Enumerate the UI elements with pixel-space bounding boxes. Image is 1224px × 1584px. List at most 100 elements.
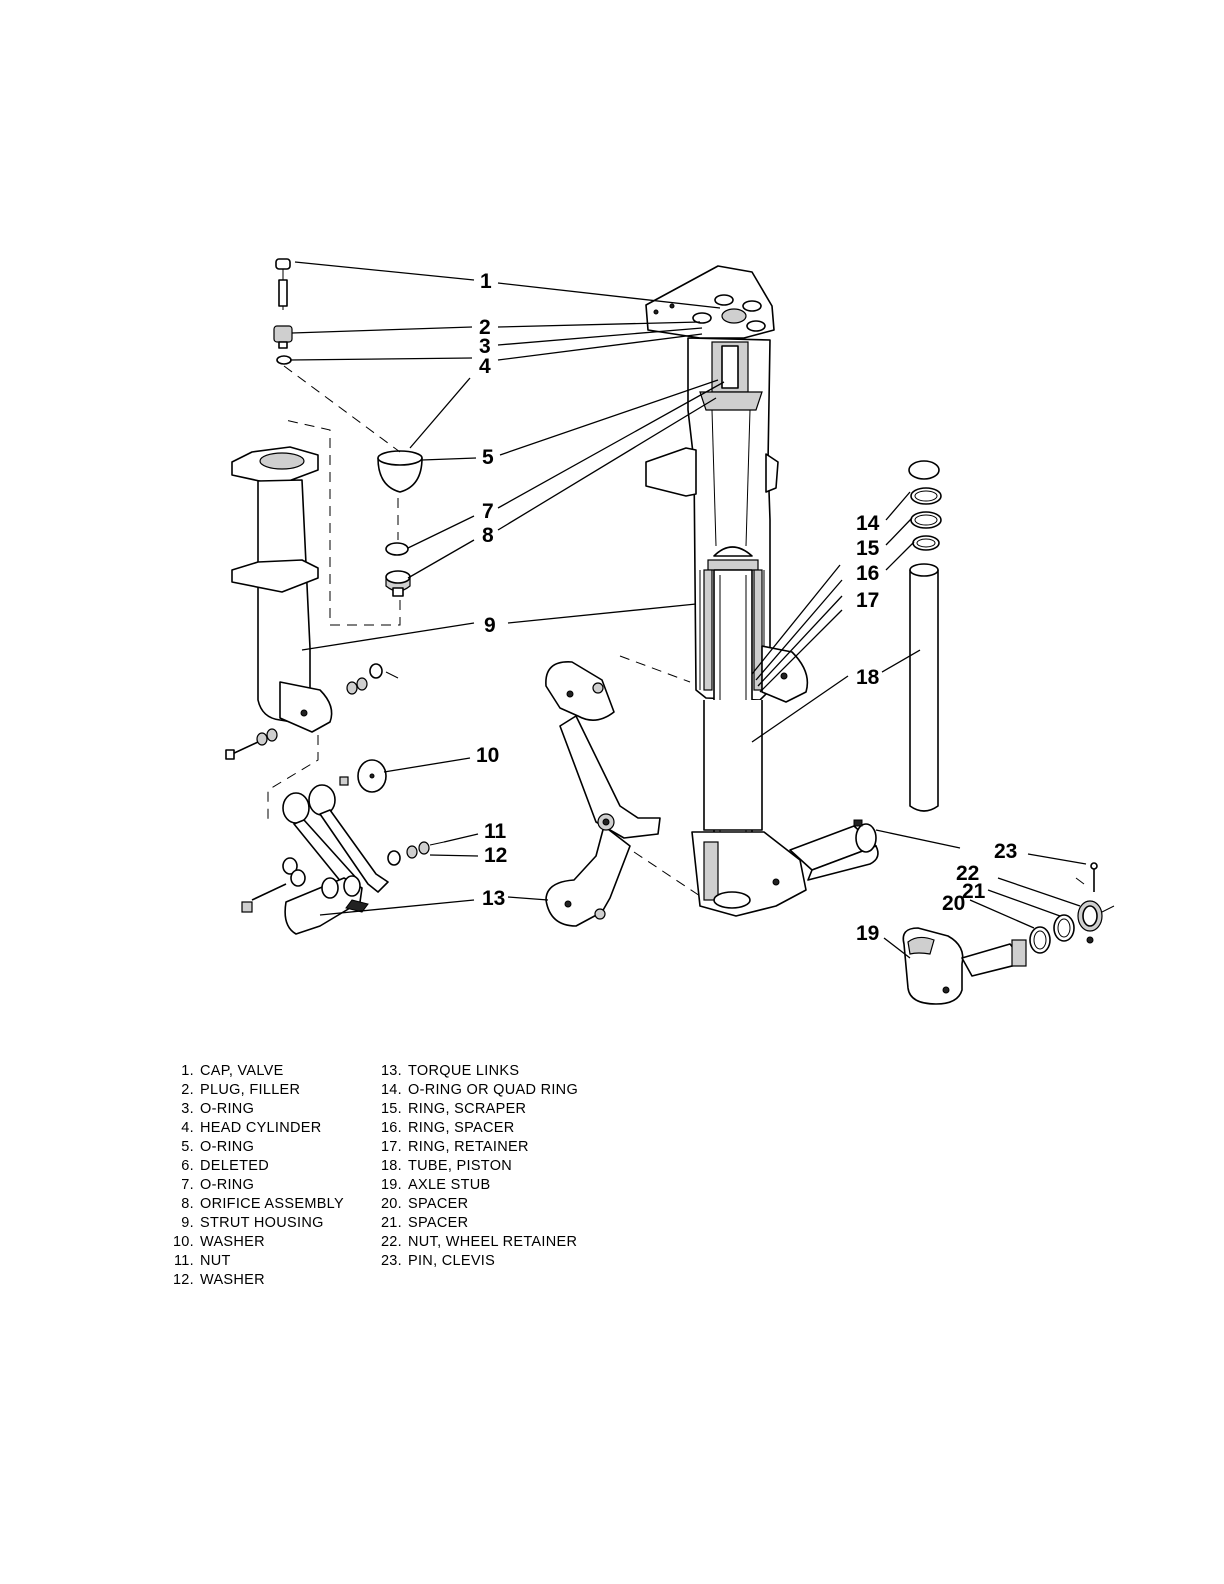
legend-item-name: CAP, VALVE: [200, 1063, 284, 1079]
callout-1: 1: [480, 270, 492, 293]
left-upper-bolt-part: [346, 663, 399, 695]
legend-item-number: 1.: [181, 1063, 194, 1079]
legend-item-name: PLUG, FILLER: [200, 1082, 301, 1098]
axle-tube-part: [789, 819, 879, 881]
callout-16: 16: [856, 562, 879, 585]
legend-item: 1. CAP, VALVE: [164, 1062, 344, 1081]
callout-11: 11: [484, 820, 507, 843]
callout-13: 13: [482, 887, 505, 910]
head-cylinder-dome-part: [377, 450, 423, 493]
legend-item-name: AXLE STUB: [408, 1177, 491, 1193]
o-ring-small-part: [276, 355, 292, 365]
legend-item: 11. NUT: [164, 1252, 344, 1271]
orifice-assembly-part: [385, 570, 411, 597]
callout-12: 12: [484, 844, 507, 867]
legend-item: 17. RING, RETAINER: [372, 1138, 578, 1157]
legend-item: 2.PLUG, FILLER: [164, 1081, 344, 1100]
legend-item-name: TUBE, PISTON: [408, 1158, 513, 1174]
legend-item: 20. SPACER: [372, 1195, 578, 1214]
legend-item: 12. WASHER: [164, 1271, 344, 1290]
legend-item-number: 6.: [181, 1158, 194, 1174]
legend-item-name: O-RING: [200, 1177, 255, 1193]
legend-item: 4.HEAD CYLINDER: [164, 1119, 344, 1138]
legend-item: 22. NUT, WHEEL RETAINER: [372, 1233, 578, 1252]
legend-item-name: SPACER: [408, 1196, 469, 1212]
callout-9: 9: [484, 614, 496, 637]
callout-3: 3: [479, 335, 491, 358]
legend-item-name: O-RING: [200, 1139, 255, 1155]
legend-item-number: 15.: [380, 1101, 402, 1117]
parts-legend-left: 1. CAP, VALVE 2.PLUG, FILLER 3.O-RING 4.H…: [164, 1062, 344, 1290]
callout-22: 22: [956, 862, 979, 885]
piston-tube-part: [909, 563, 939, 812]
legend-item-name: NUT, WHEEL RETAINER: [408, 1234, 578, 1250]
callout-20: 20: [942, 892, 965, 915]
callout-15: 15: [856, 537, 880, 560]
retainer-ring-part: [912, 535, 940, 551]
lower-left-link-part: [241, 857, 369, 935]
callout-17: 17: [856, 589, 879, 612]
valve-cap-part: [275, 258, 291, 310]
legend-item: 21.SPACER: [372, 1214, 578, 1233]
legend-item-name: SPACER: [408, 1215, 469, 1231]
legend-item-number: 22.: [380, 1234, 402, 1250]
legend-item: 16. RING, SPACER: [372, 1119, 578, 1138]
legend-item-number: 10.: [172, 1234, 194, 1250]
legend-item-number: 16.: [380, 1120, 402, 1136]
legend-item-number: 18.: [380, 1158, 402, 1174]
legend-item-number: 11.: [174, 1253, 194, 1269]
legend-item: 15. RING, SCRAPER: [372, 1100, 578, 1119]
legend-item-number: 14.: [380, 1082, 402, 1098]
legend-item-number: 23.: [380, 1253, 402, 1269]
o-ring-7-part: [385, 542, 409, 556]
legend-item: 3.O-RING: [164, 1100, 344, 1119]
legend-item-number: 12.: [172, 1272, 194, 1288]
callout-8: 8: [482, 524, 494, 547]
legend-item-name: PIN, CLEVIS: [408, 1253, 496, 1269]
legend-item-number: 5.: [181, 1139, 194, 1155]
parts-legend-right: 13.TORQUE LINKS 14.O-RING OR QUAD RING 1…: [372, 1062, 578, 1271]
callout-21: 21: [962, 880, 986, 903]
legend-item: 5. O-RING: [164, 1138, 344, 1157]
axle-stub-part: [902, 927, 1027, 1005]
spacer-20-part: [1029, 926, 1051, 954]
callout-5: 5: [482, 446, 494, 469]
legend-item-number: 8.: [181, 1196, 194, 1212]
wheel-retainer-nut-part: [1077, 900, 1115, 944]
legend-item-number: 20.: [380, 1196, 402, 1212]
legend-item-number: 4.: [181, 1120, 194, 1136]
left-lower-bolt-part: [225, 728, 278, 760]
legend-item-number: 9.: [181, 1215, 194, 1231]
legend-item-name: RING, SPACER: [408, 1120, 515, 1136]
o-ring-14-part: [908, 460, 940, 480]
small-torque-link-part: [282, 784, 389, 893]
legend-item: 10. WASHER: [164, 1233, 344, 1252]
legend-item-name: O-RING OR QUAD RING: [408, 1082, 579, 1098]
legend-item: 23. PIN, CLEVIS: [372, 1252, 578, 1271]
legend-item-name: NUT: [200, 1253, 231, 1269]
legend-item: 9. STRUT HOUSING: [164, 1214, 344, 1233]
legend-item-name: ORIFICE ASSEMBLY: [200, 1196, 344, 1212]
legend-item-name: RING, RETAINER: [408, 1139, 529, 1155]
callout-numbers: 1 2 3 4 5 7 8 9 10 11 12 13 14 15 16 17 …: [476, 270, 1017, 945]
large-torque-link-upper: [545, 661, 661, 839]
legend-item: 8. ORIFICE ASSEMBLY: [164, 1195, 344, 1214]
legend-item-name: RING, SCRAPER: [408, 1101, 527, 1117]
scraper-ring-part: [910, 487, 942, 505]
legend-item: 14. O-RING OR QUAD RING: [372, 1081, 578, 1100]
legend-item: 18. TUBE, PISTON: [372, 1157, 578, 1176]
legend-item-number: 17.: [380, 1139, 402, 1155]
legend-item-name: WASHER: [200, 1272, 265, 1288]
legend-item-name: WASHER: [200, 1234, 265, 1250]
left-strut-housing-part: [231, 446, 333, 733]
legend-item: 19.AXLE STUB: [372, 1176, 578, 1195]
callout-18: 18: [856, 666, 880, 689]
legend-item-name: DELETED: [200, 1158, 269, 1174]
legend-item-name: STRUT HOUSING: [200, 1215, 324, 1231]
spacer-21-part: [1053, 914, 1075, 942]
legend-item-number: 7.: [181, 1177, 194, 1193]
main-axle-fork: [691, 831, 807, 917]
callout-10: 10: [476, 744, 499, 767]
callout-23: 23: [994, 840, 1017, 863]
